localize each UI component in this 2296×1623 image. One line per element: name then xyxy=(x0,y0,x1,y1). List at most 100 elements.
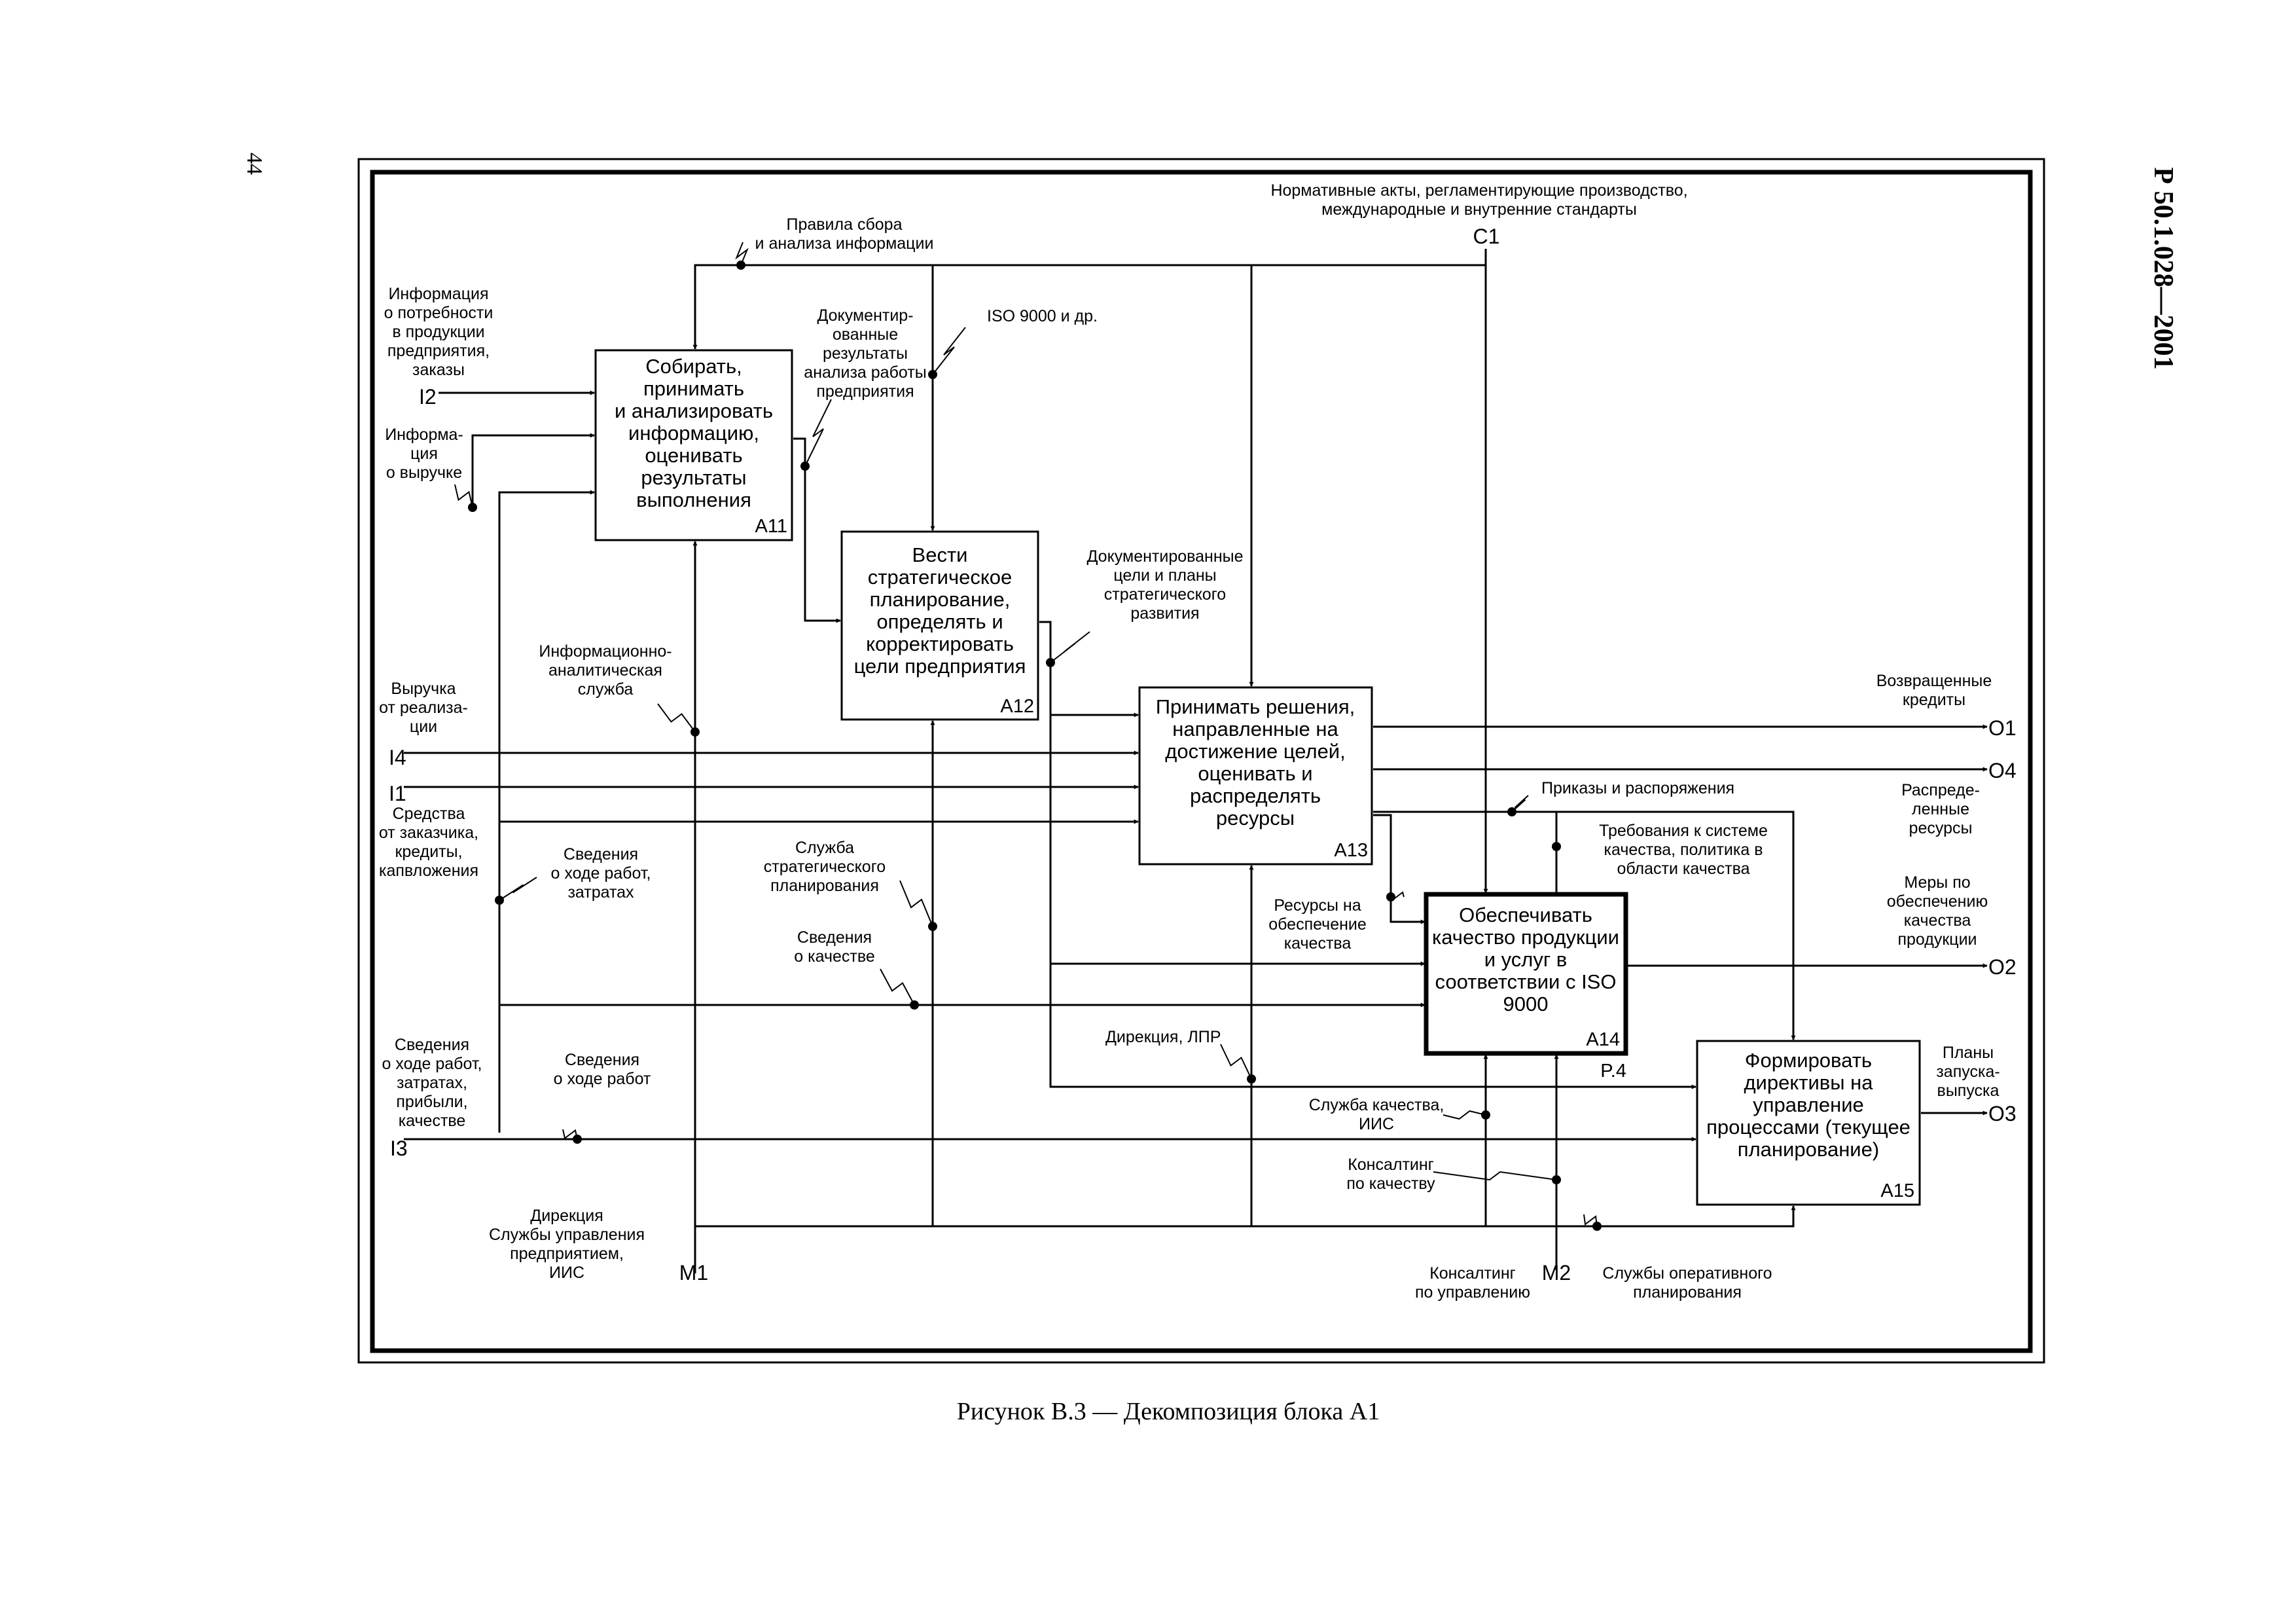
tunnel-i2: I2 xyxy=(419,385,437,409)
inner-frame xyxy=(370,170,2033,1353)
connector-arrow xyxy=(1373,814,1426,924)
junction-dot xyxy=(800,462,810,471)
label-orders: Приказы и распоряжения xyxy=(1541,779,1734,797)
junction-dot xyxy=(495,896,504,905)
tunnel-m1: M1 xyxy=(679,1261,708,1285)
junction-dot xyxy=(1247,1074,1256,1084)
tunnel-m2: M2 xyxy=(1542,1261,1571,1285)
label-c1: Нормативные акты, регламентирующие произ… xyxy=(1270,181,1687,219)
leader-line xyxy=(1433,1171,1557,1181)
junction-dot xyxy=(1592,1222,1602,1231)
tunnel-o1: O1 xyxy=(1988,716,2017,740)
standard-designation: Р 50.1.028—2001 xyxy=(2148,167,2178,369)
leader-line xyxy=(880,968,915,1006)
label-iso: ISO 9000 и др. xyxy=(987,307,1098,325)
connector-arrow xyxy=(471,433,595,504)
connector-arrow xyxy=(692,249,1487,350)
junction-dot xyxy=(1552,842,1561,851)
block-a13-id: A13 xyxy=(1334,840,1368,861)
junction-dot xyxy=(1507,807,1516,816)
leader-line xyxy=(1220,1044,1252,1080)
leader-line xyxy=(735,242,749,266)
tunnel-c1: C1 xyxy=(1473,225,1500,248)
leader-line xyxy=(499,877,537,901)
page-number: 44 xyxy=(242,153,266,175)
tunnel-o4: O4 xyxy=(1988,759,2017,782)
junction-dot xyxy=(736,261,745,270)
block-a12-id: A12 xyxy=(1000,696,1034,717)
connector-arrow xyxy=(695,1205,1796,1228)
connector-arrow xyxy=(498,490,595,1133)
block-a11-id: A11 xyxy=(755,516,787,537)
arrows xyxy=(404,249,1988,1273)
tunnel-i3: I3 xyxy=(390,1137,408,1160)
junction-dot xyxy=(691,727,700,737)
junction-dot xyxy=(468,503,477,512)
leader-line xyxy=(1583,1214,1598,1227)
tunnel-i4: I4 xyxy=(389,746,406,769)
junction-dot xyxy=(1481,1110,1490,1120)
block-a14-id: A14 xyxy=(1586,1029,1620,1050)
figure-caption: Рисунок В.3 — Декомпозиция блока А1 xyxy=(957,1398,1380,1425)
connector-arrow xyxy=(793,437,841,623)
leader-line xyxy=(454,484,473,508)
label-direction-dm: Дирекция, ЛПР xyxy=(1105,1028,1221,1046)
leader-line xyxy=(804,399,832,467)
leader-line xyxy=(1511,795,1529,812)
tunnel-i1: I1 xyxy=(389,782,406,805)
label-quality-service: Служба качества,ИИС xyxy=(1309,1096,1444,1133)
connector-arrow xyxy=(1039,621,1139,718)
junction-dot xyxy=(1046,658,1055,667)
junction-dot xyxy=(928,370,937,379)
block-a15-id: A15 xyxy=(1880,1180,1914,1201)
leader-line xyxy=(899,880,933,927)
junction-dot xyxy=(573,1135,582,1144)
tunnel-o2: O2 xyxy=(1988,955,2017,979)
junction-dot xyxy=(928,922,937,931)
junction-dot xyxy=(1552,1175,1561,1184)
junction-dot xyxy=(910,1000,919,1010)
tunnel-o3: O3 xyxy=(1988,1102,2017,1125)
junction-dots xyxy=(468,261,1602,1231)
leader-line xyxy=(657,703,696,733)
leader-line xyxy=(1050,631,1090,663)
outer-frame xyxy=(357,158,2045,1364)
block-a14-ref: P.4 xyxy=(1600,1061,1626,1082)
label-leaders xyxy=(454,242,1598,1227)
leader-line xyxy=(932,327,966,375)
junction-dot xyxy=(1386,892,1395,902)
